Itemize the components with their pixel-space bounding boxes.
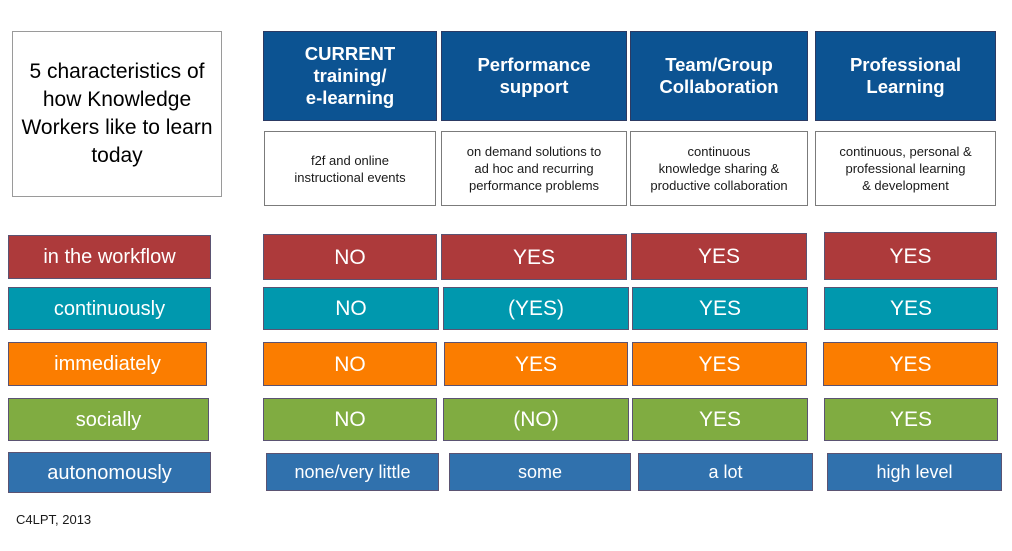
cell-in-the-workflow-team-group-collaboration: YES bbox=[631, 233, 807, 280]
column-description-team-group-collaboration: continuous knowledge sharing & productiv… bbox=[630, 131, 808, 206]
cell-value: YES bbox=[889, 297, 933, 320]
cell-socially-current-training: NO bbox=[263, 398, 437, 441]
cell-value: YES bbox=[698, 408, 742, 431]
column-description-label: on demand solutions to ad hoc and recurr… bbox=[467, 143, 601, 194]
cell-continuously-team-group-collaboration: YES bbox=[632, 287, 808, 330]
header-line-3: e-learning bbox=[305, 87, 395, 108]
footer-credit: C4LPT, 2013 bbox=[16, 512, 92, 527]
row-label-text: socially bbox=[75, 408, 142, 431]
header-line-2: Collaboration bbox=[659, 76, 779, 97]
cell-value: YES bbox=[889, 244, 932, 268]
cell-value: YES bbox=[697, 245, 741, 268]
column-header-label: Professional Learning bbox=[850, 54, 961, 98]
cell-value: YES bbox=[514, 352, 558, 376]
column-description-label: continuous, personal & professional lear… bbox=[839, 143, 971, 194]
cell-autonomously-team-group-collaboration: a lot bbox=[638, 453, 813, 491]
header-line-1: Performance bbox=[477, 54, 591, 75]
cell-continuously-current-training: NO bbox=[263, 287, 439, 330]
desc-line-1: continuous bbox=[687, 144, 751, 159]
cell-value: (NO) bbox=[513, 408, 559, 431]
column-description-label: f2f and online instructional events bbox=[294, 152, 405, 186]
cell-value: some bbox=[517, 461, 562, 482]
cell-value: YES bbox=[698, 297, 742, 320]
cell-autonomously-current-training: none/very little bbox=[266, 453, 439, 491]
row-label-text: immediately bbox=[54, 353, 161, 375]
row-label-socially: socially bbox=[8, 398, 209, 441]
desc-line-2: instructional events bbox=[294, 169, 406, 185]
column-header-performance-support: Performance support bbox=[441, 31, 627, 121]
title-box: 5 characteristics of how Knowledge Worke… bbox=[12, 31, 222, 197]
row-label-text: continuously bbox=[53, 297, 166, 320]
cell-in-the-workflow-professional-learning: YES bbox=[824, 232, 997, 280]
desc-line-2: professional learning bbox=[845, 161, 966, 176]
cell-value: a lot bbox=[708, 461, 743, 482]
header-line-1: Team/Group bbox=[665, 54, 773, 75]
header-line-2: training/ bbox=[313, 65, 387, 86]
cell-value: high level bbox=[876, 461, 953, 482]
column-header-current-training: CURRENT training/ e-learning bbox=[263, 31, 437, 121]
cell-value: YES bbox=[889, 408, 933, 431]
row-label-autonomously: autonomously bbox=[8, 452, 211, 493]
column-header-professional-learning: Professional Learning bbox=[815, 31, 996, 121]
page-title: 5 characteristics of how Knowledge Worke… bbox=[21, 60, 213, 167]
column-header-team-group-collaboration: Team/Group Collaboration bbox=[630, 31, 808, 121]
cell-continuously-professional-learning: YES bbox=[824, 287, 998, 330]
cell-socially-professional-learning: YES bbox=[824, 398, 998, 441]
header-line-2: Learning bbox=[866, 76, 945, 97]
row-label-continuously: continuously bbox=[8, 287, 211, 330]
desc-line-1: continuous, personal & bbox=[839, 144, 972, 159]
column-description-professional-learning: continuous, personal & professional lear… bbox=[815, 131, 996, 206]
cell-value: NO bbox=[335, 297, 367, 320]
cell-in-the-workflow-performance-support: YES bbox=[441, 234, 627, 280]
cell-in-the-workflow-current-training: NO bbox=[263, 234, 437, 280]
desc-line-1: on demand solutions to bbox=[466, 144, 602, 159]
cell-value: (YES) bbox=[507, 297, 564, 320]
cell-autonomously-professional-learning: high level bbox=[827, 453, 1002, 491]
row-label-in-the-workflow: in the workflow bbox=[8, 235, 211, 279]
header-line-1: CURRENT bbox=[304, 43, 396, 64]
desc-line-2: ad hoc and recurring bbox=[474, 161, 594, 176]
cell-continuously-performance-support: (YES) bbox=[443, 287, 629, 330]
column-description-label: continuous knowledge sharing & productiv… bbox=[650, 143, 787, 194]
header-line-1: Professional bbox=[849, 54, 962, 75]
cell-socially-performance-support: (NO) bbox=[443, 398, 629, 441]
cell-socially-team-group-collaboration: YES bbox=[632, 398, 808, 441]
cell-immediately-team-group-collaboration: YES bbox=[632, 342, 807, 386]
cell-value: YES bbox=[889, 352, 932, 376]
cell-immediately-current-training: NO bbox=[263, 342, 437, 386]
cell-value: none/very little bbox=[294, 461, 411, 482]
cell-value: NO bbox=[334, 245, 366, 269]
cell-autonomously-performance-support: some bbox=[449, 453, 631, 491]
column-header-label: Performance support bbox=[477, 54, 590, 98]
desc-line-1: f2f and online bbox=[310, 152, 390, 168]
desc-line-3: & development bbox=[862, 178, 949, 193]
cell-immediately-performance-support: YES bbox=[444, 342, 628, 386]
cell-immediately-professional-learning: YES bbox=[823, 342, 998, 386]
column-description-current-training: f2f and online instructional events bbox=[264, 131, 436, 206]
column-header-label: Team/Group Collaboration bbox=[659, 54, 778, 98]
row-label-text: autonomously bbox=[47, 461, 172, 484]
cell-value: NO bbox=[334, 352, 366, 376]
desc-line-3: productive collaboration bbox=[650, 178, 788, 193]
header-line-2: support bbox=[499, 76, 569, 97]
desc-line-2: knowledge sharing & bbox=[658, 161, 780, 176]
cell-value: NO bbox=[334, 408, 366, 431]
row-label-immediately: immediately bbox=[8, 342, 207, 386]
column-header-label: CURRENT training/ e-learning bbox=[305, 43, 395, 109]
desc-line-3: performance problems bbox=[468, 178, 600, 193]
cell-value: YES bbox=[512, 245, 556, 269]
column-description-performance-support: on demand solutions to ad hoc and recurr… bbox=[441, 131, 627, 206]
cell-value: YES bbox=[698, 352, 741, 376]
row-label-text: in the workflow bbox=[43, 246, 176, 268]
